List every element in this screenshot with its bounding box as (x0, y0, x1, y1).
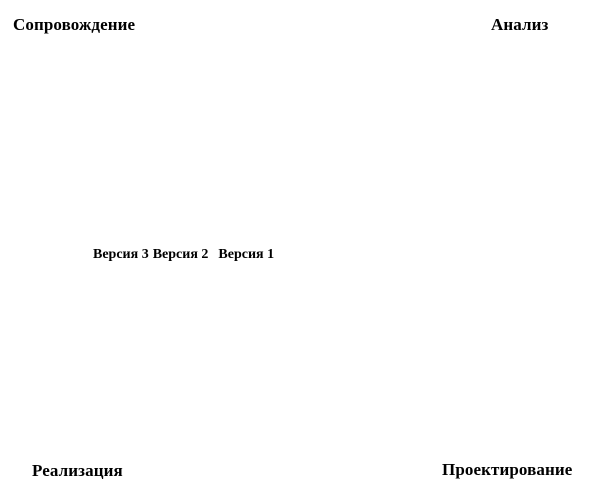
version-label: Версия 3 (93, 247, 149, 262)
phase-label-implementation: Реализация (32, 461, 123, 480)
phase-label-design: Проектирование (442, 460, 573, 479)
phase-label-support: Сопровождение (13, 15, 136, 34)
version-label: Версия 1 (218, 247, 275, 262)
version-label: Версия 2 (152, 247, 209, 262)
phase-label-analysis: Анализ (491, 15, 549, 34)
